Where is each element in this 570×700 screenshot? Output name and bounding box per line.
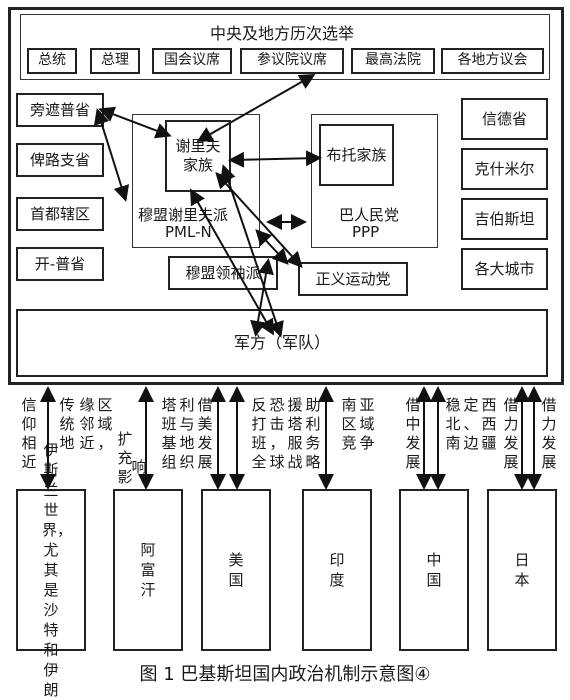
relation-china-c: 定、边 [463, 396, 479, 452]
arrow-punjab-sharif [98, 106, 172, 139]
item-senate: 参议院议席 [240, 48, 344, 74]
relation-japan-b: 借力发展 [541, 396, 557, 471]
country-us: 美国 [201, 489, 271, 651]
country-japan: 日本 [487, 489, 557, 651]
relation-us-2-a: 反打班全 [251, 396, 267, 471]
relation-china-b: 稳北南 [445, 396, 461, 452]
province-kashmir: 克什米尔 [461, 148, 548, 190]
relation-us-a: 塔班基组 [161, 396, 177, 471]
arrow-leader-military [250, 258, 274, 337]
relation-india-b: 亚域争 [359, 396, 375, 452]
ppp-abbr: PPP [352, 223, 380, 241]
item-president: 总统 [27, 48, 77, 74]
relation-india-a: 南区竞 [341, 396, 357, 452]
province-sindh: 信德省 [461, 98, 548, 140]
arrow-sharif-military [220, 164, 284, 338]
province-punjab: 旁遮普省 [16, 93, 104, 127]
arrow-pmln-leader [255, 229, 289, 265]
elections-title: 中央及地方历次选举 [210, 24, 355, 43]
pakistan-domestic-frame [8, 7, 564, 385]
province-capital: 首都辖区 [16, 197, 104, 231]
item-national-assembly: 国会议席 [152, 48, 232, 74]
relation-us-c: 借美发展 [197, 396, 213, 471]
relation-us-2-d: 助利务略 [305, 396, 321, 471]
arrow-elections-sharif [196, 74, 316, 142]
relation-afghanistan-a: 传统地 [59, 396, 75, 452]
ppp-box [311, 114, 438, 248]
arrow-punjab-pmln [93, 108, 130, 202]
ppp-label: 巴人民党 [339, 206, 400, 224]
relation-afghanistan-d: 扩充影 [117, 430, 133, 486]
figure-caption: 图 1 巴基斯坦国内政治机制示意图④ [139, 664, 431, 685]
province-cities: 各大城市 [461, 248, 548, 290]
relation-us-2-b: 恐击，球 [269, 396, 285, 471]
country-afghanistan: 阿富汗 [113, 489, 183, 651]
province-kp: 开-普省 [16, 247, 104, 281]
item-prime-minister: 总理 [90, 48, 140, 74]
item-local-councils: 各地方议会 [441, 48, 544, 74]
justice-party-box: 正义运动党 [298, 262, 408, 296]
relation-afghanistan-b: 缘邻近 [79, 396, 95, 452]
relation-china-d: 西西疆 [481, 396, 497, 452]
country-india: 印度 [302, 489, 372, 651]
item-supreme-court: 最高法院 [351, 48, 435, 74]
relation-us-2-c: 援塔服战 [287, 396, 303, 471]
province-balochistan: 俾路支省 [16, 143, 104, 177]
relation-faith: 信仰相近 [21, 396, 37, 471]
province-gilgit: 吉伯斯坦 [461, 198, 548, 240]
bhutto-family-box: 布托家族 [319, 124, 394, 186]
relation-afghanistan-c: 区域， [97, 396, 113, 452]
country-china: 中国 [399, 489, 469, 651]
relation-us-b: 利与地织 [179, 396, 195, 471]
arrow-sharif-bhutto [228, 150, 322, 168]
